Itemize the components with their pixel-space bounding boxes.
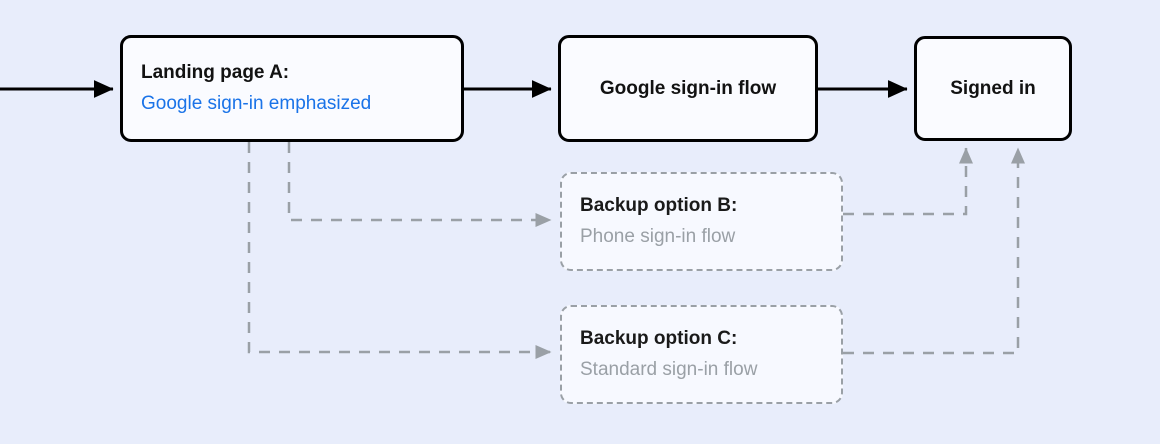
edge-backupc-to-signed [843,147,1025,355]
node-backup-option-b-title: Backup option B: [580,195,738,216]
node-landing-page-a-subtitle: Google sign-in emphasized [141,93,372,114]
node-landing-page-a-title: Landing page A: [141,62,290,83]
edge-backupb-to-signed [843,147,973,216]
node-google-sign-in-flow[interactable]: Google sign-in flow [558,35,818,142]
node-backup-option-c[interactable]: Backup option C: Standard sign-in flow [560,305,843,404]
node-landing-page-a[interactable]: Landing page A: Google sign-in emphasize… [120,35,464,142]
edge-landing-to-backupb [287,142,552,227]
node-backup-option-b[interactable]: Backup option B: Phone sign-in flow [560,172,843,271]
node-backup-option-c-subtitle: Standard sign-in flow [580,359,758,380]
node-backup-option-b-subtitle: Phone sign-in flow [580,226,736,247]
node-signed-in[interactable]: Signed in [914,36,1072,141]
node-google-sign-in-flow-title: Google sign-in flow [599,77,777,99]
node-backup-option-c-title: Backup option C: [580,328,738,349]
node-signed-in-title: Signed in [950,77,1036,99]
edge-landing-to-backupc [247,142,552,359]
